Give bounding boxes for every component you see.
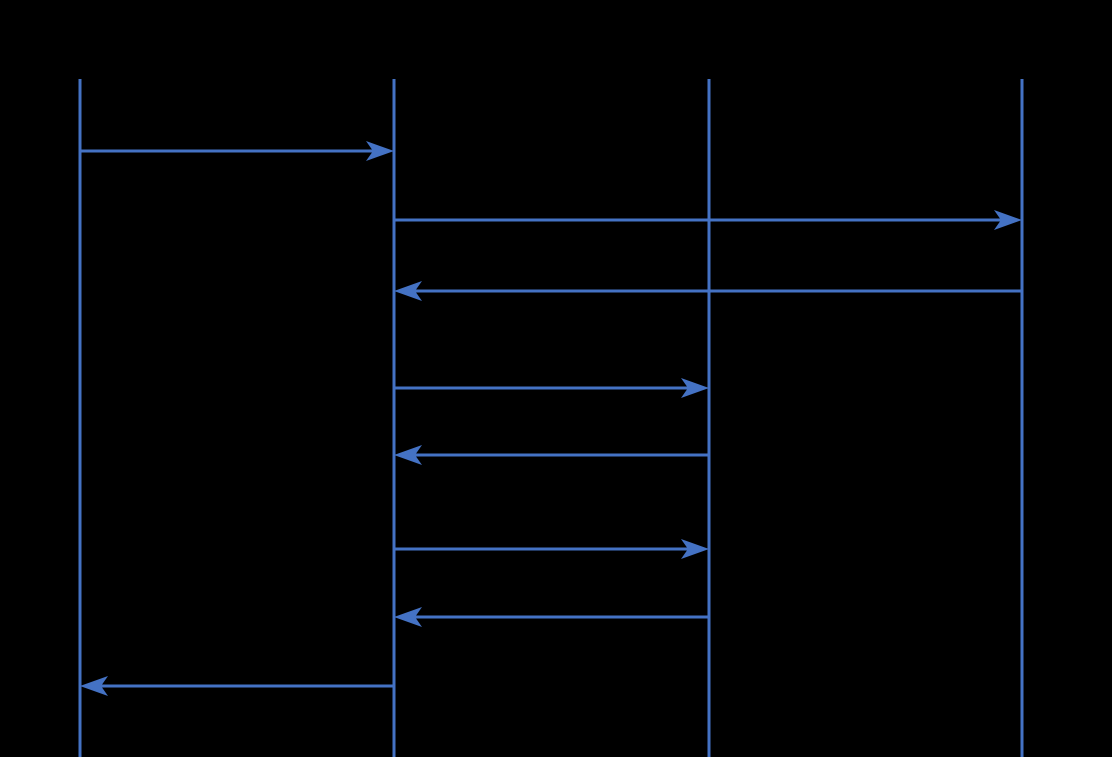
message-4-arrowhead-icon bbox=[681, 378, 709, 398]
message-2-arrowhead-icon bbox=[994, 210, 1022, 230]
message-7-arrowhead-icon bbox=[394, 607, 422, 627]
message-8 bbox=[80, 676, 394, 696]
message-5 bbox=[394, 445, 709, 465]
message-6 bbox=[394, 539, 709, 559]
message-2 bbox=[394, 210, 1022, 230]
message-5-arrowhead-icon bbox=[394, 445, 422, 465]
message-8-arrowhead-icon bbox=[80, 676, 108, 696]
message-1-arrowhead-icon bbox=[366, 141, 394, 161]
message-3-arrowhead-icon bbox=[394, 281, 422, 301]
message-7 bbox=[394, 607, 709, 627]
message-1 bbox=[80, 141, 394, 161]
message-6-arrowhead-icon bbox=[681, 539, 709, 559]
message-3 bbox=[394, 281, 1022, 301]
message-4 bbox=[394, 378, 709, 398]
